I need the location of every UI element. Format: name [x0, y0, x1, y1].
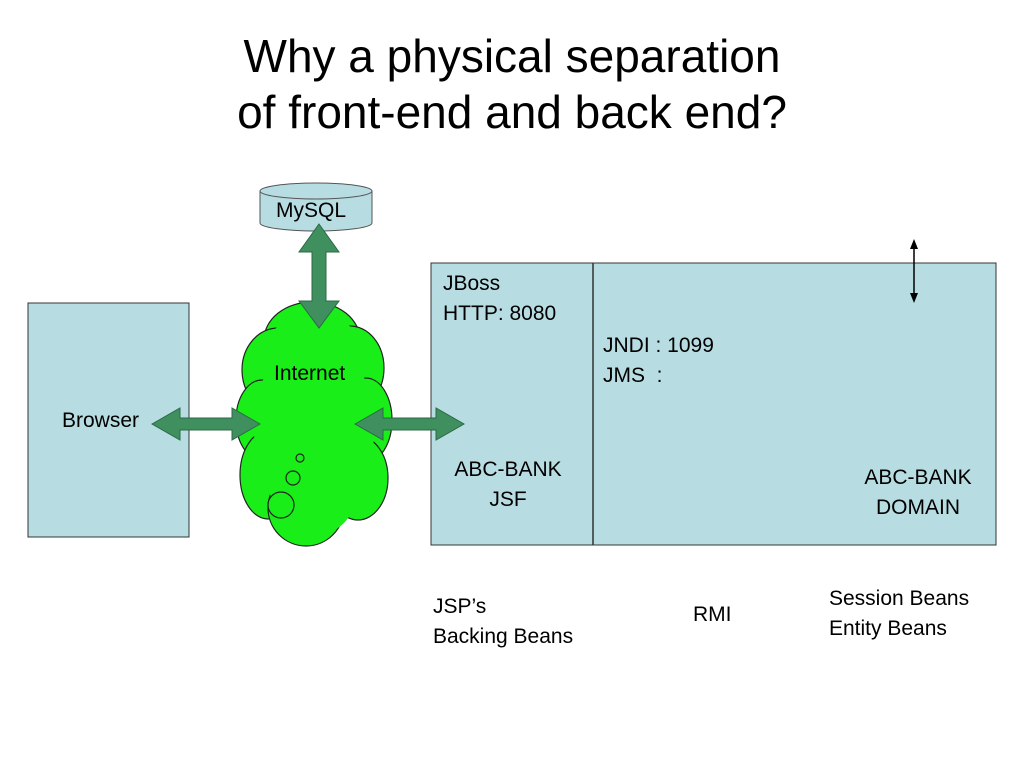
- jboss-name: JBoss: [443, 272, 501, 295]
- internet-server-arrow: [353, 407, 466, 441]
- jsp-caption-line-2: Backing Beans: [433, 625, 574, 648]
- title-line-2: of front-end and back end?: [237, 86, 787, 138]
- beans-caption-line-1: Session Beans: [829, 587, 970, 610]
- jboss-label: JBoss HTTP: 8080: [443, 269, 556, 329]
- beans-caption: Session Beans Entity Beans: [829, 584, 969, 644]
- rmi-caption: RMI: [693, 603, 732, 626]
- internet-cloud-icon: [235, 301, 393, 547]
- jsf-line-2: JSF: [489, 488, 527, 511]
- jndi-line: JNDI : 1099: [603, 334, 714, 357]
- jsp-caption: JSP’s Backing Beans: [433, 592, 573, 652]
- mysql-database-icon: [259, 182, 373, 232]
- mysql-internet-arrow: [298, 223, 340, 329]
- jsf-label: ABC-BANK JSF: [443, 455, 573, 515]
- domain-line-1: ABC-BANK: [864, 466, 972, 489]
- browser-internet-arrow: [150, 407, 262, 441]
- slide-title: Why a physical separation of front-end a…: [0, 28, 1024, 140]
- thin-double-arrow: [910, 239, 918, 303]
- jms-line: JMS :: [603, 364, 663, 387]
- server-box: [430, 262, 997, 546]
- browser-label: Browser: [62, 409, 140, 432]
- domain-label: ABC-BANK DOMAIN: [848, 463, 988, 523]
- domain-line-2: DOMAIN: [876, 496, 960, 519]
- internet-label: Internet: [274, 362, 346, 385]
- jsp-caption-line-1: JSP’s: [433, 595, 487, 618]
- title-line-1: Why a physical separation: [243, 30, 781, 82]
- jboss-port: HTTP: 8080: [443, 302, 557, 325]
- jsf-line-1: ABC-BANK: [454, 458, 562, 481]
- beans-caption-line-2: Entity Beans: [829, 617, 947, 640]
- jndi-label: JNDI : 1099 JMS :: [603, 331, 714, 391]
- mysql-label: MySQL: [276, 199, 347, 222]
